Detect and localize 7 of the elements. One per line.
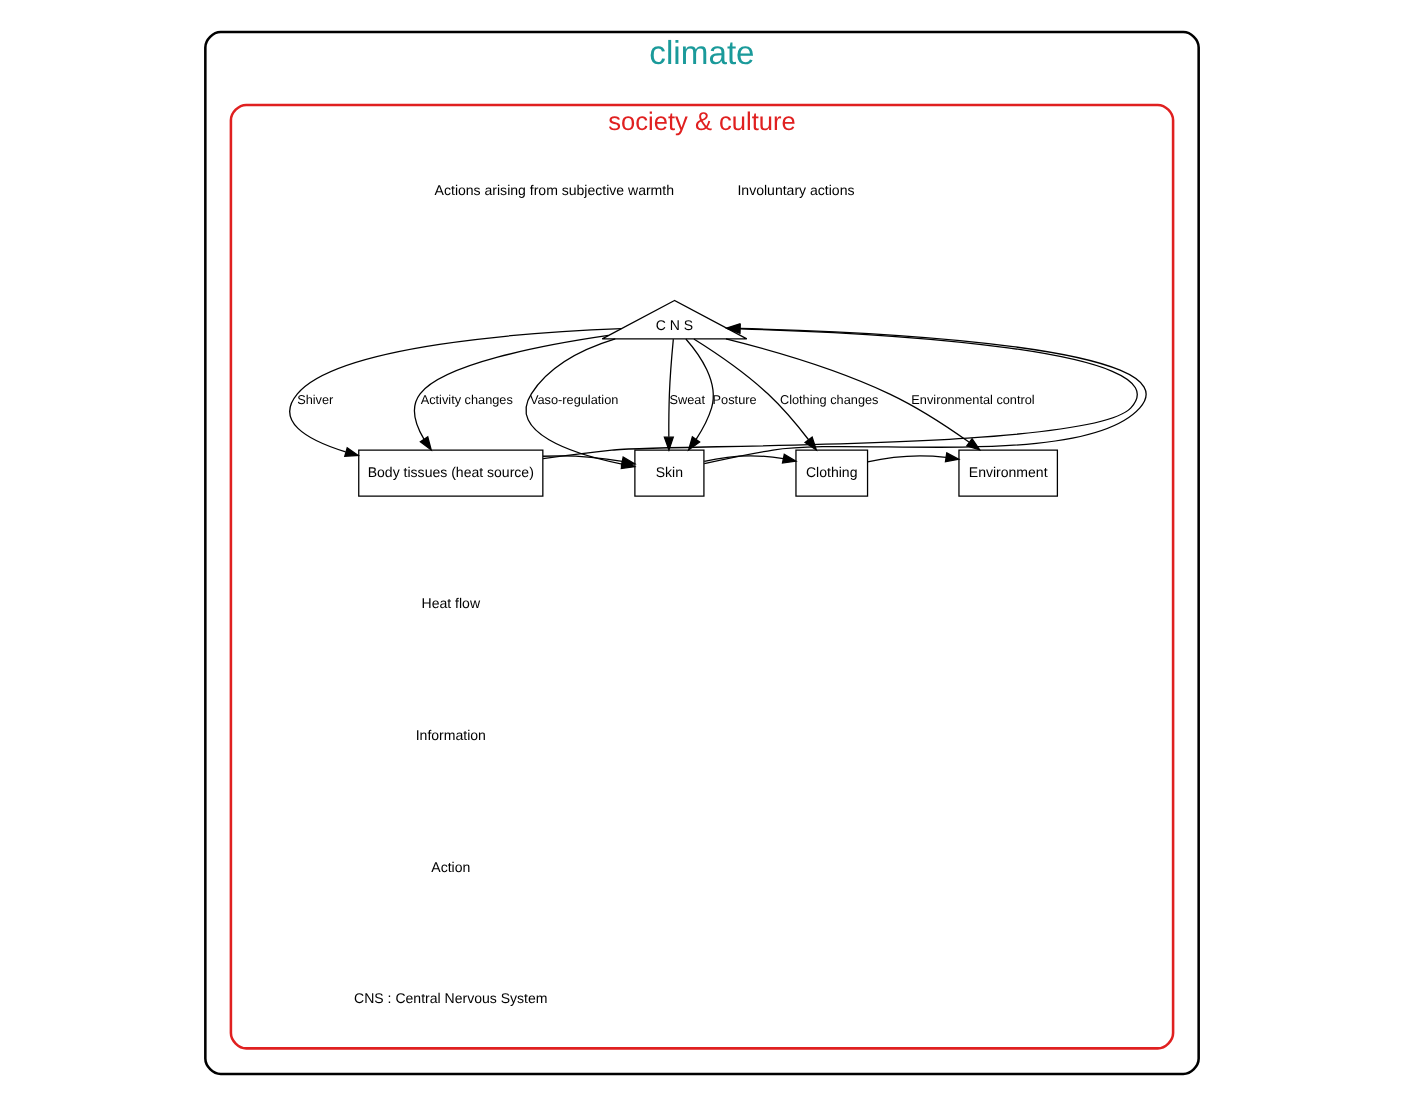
arrow bbox=[542, 455, 637, 467]
arrow bbox=[289, 328, 623, 457]
arrow bbox=[685, 338, 714, 452]
arrow bbox=[703, 453, 798, 464]
arrow bbox=[866, 451, 961, 463]
arrow bbox=[413, 334, 610, 452]
arrow bbox=[663, 338, 675, 452]
